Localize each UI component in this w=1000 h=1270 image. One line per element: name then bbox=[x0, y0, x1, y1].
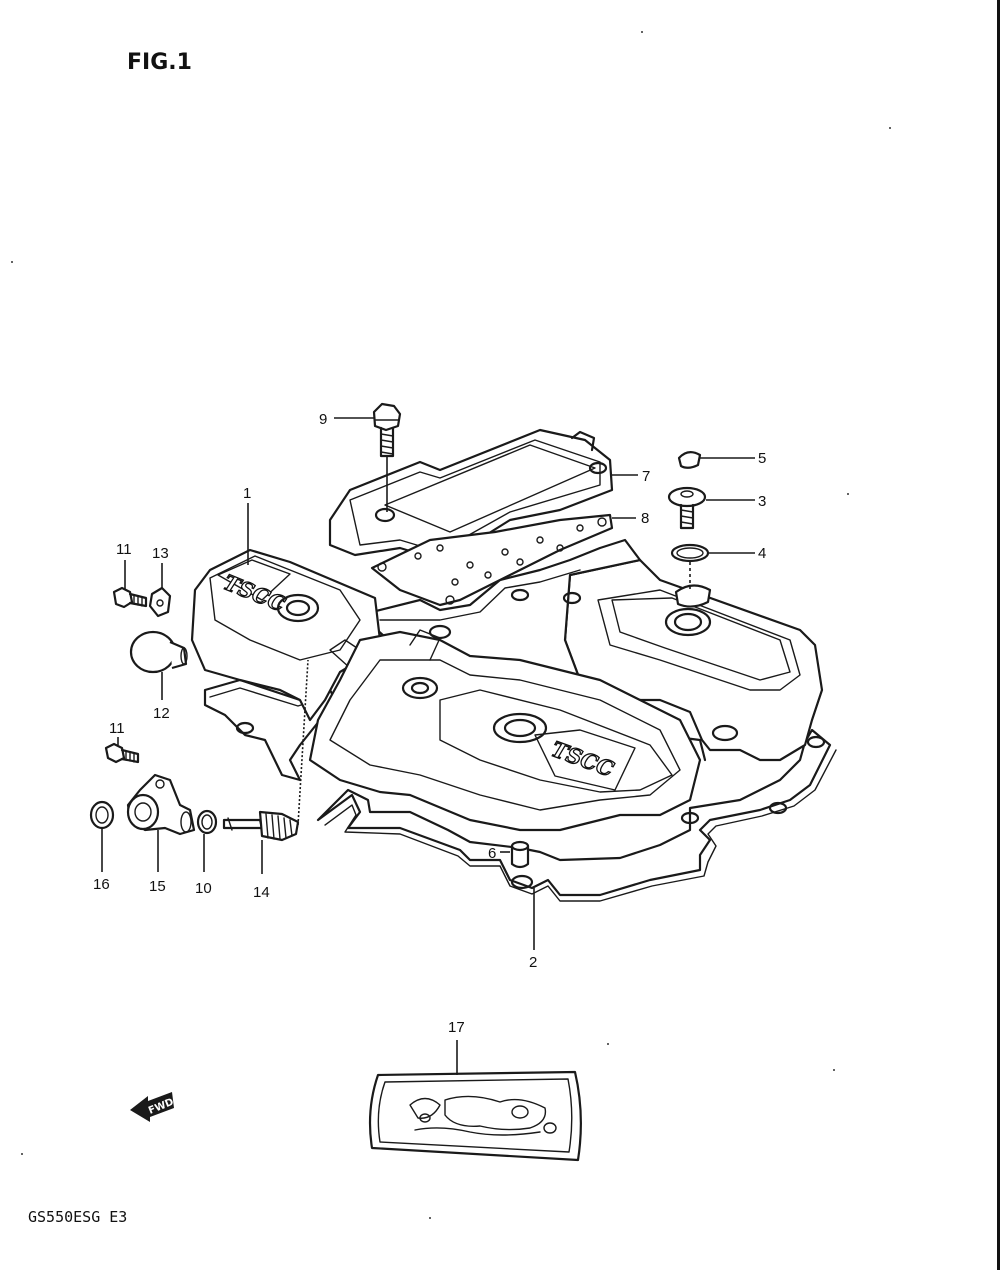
callout-8: 8 bbox=[641, 510, 649, 527]
clamp-13 bbox=[148, 586, 172, 618]
bolt-11-lower bbox=[104, 742, 140, 764]
callout-labels: 1 2 3 4 5 6 7 8 9 10 11 11 12 13 14 15 1… bbox=[93, 411, 766, 1036]
left-oil-filler bbox=[276, 593, 320, 623]
left-emboss-panel bbox=[217, 559, 291, 601]
o-ring-10 bbox=[196, 809, 218, 835]
rubber-cap bbox=[677, 451, 702, 469]
callout-leaders bbox=[101, 417, 755, 1075]
left-cover-body bbox=[190, 548, 382, 722]
callout-5: 5 bbox=[758, 450, 766, 467]
dowel-pin bbox=[510, 840, 530, 869]
callout-12: 12 bbox=[153, 705, 170, 722]
right-oil-filler bbox=[664, 607, 712, 637]
callout-1: 1 bbox=[243, 485, 251, 502]
gear-housing-15 bbox=[126, 773, 196, 836]
callout-15: 15 bbox=[149, 878, 166, 895]
callout-4: 4 bbox=[758, 545, 766, 562]
scan-specks bbox=[11, 31, 891, 1219]
right-emboss-panel bbox=[534, 729, 636, 791]
callout-11-lower: 11 bbox=[109, 720, 125, 737]
oil-seal-16 bbox=[89, 800, 115, 830]
breather-gasket bbox=[370, 513, 614, 607]
callout-6: 6 bbox=[488, 845, 496, 862]
front-oil-filler bbox=[492, 712, 548, 744]
forward-arrow-icon: FWD bbox=[130, 1092, 175, 1122]
plug-screw bbox=[667, 486, 707, 530]
drive-gear-14 bbox=[222, 810, 300, 842]
callout-13: 13 bbox=[152, 545, 169, 562]
callout-7: 7 bbox=[642, 468, 650, 485]
callout-2: 2 bbox=[529, 954, 537, 971]
gasket-eye bbox=[510, 874, 534, 890]
scan-border bbox=[997, 0, 1000, 1270]
figure-title: FIG.1 bbox=[127, 50, 192, 75]
callout-10: 10 bbox=[195, 880, 212, 897]
plug-12 bbox=[129, 630, 188, 674]
breather-bolt bbox=[372, 402, 402, 512]
callout-11-upper: 11 bbox=[116, 541, 132, 558]
model-code: GS550ESG E3 bbox=[28, 1208, 127, 1226]
callout-16: 16 bbox=[93, 876, 110, 893]
gasket-holes bbox=[377, 517, 607, 605]
bolt-11-upper bbox=[112, 586, 148, 609]
breather-cover bbox=[328, 428, 614, 562]
callout-3: 3 bbox=[758, 493, 766, 510]
callout-17: 17 bbox=[448, 1019, 465, 1036]
callout-9: 9 bbox=[319, 411, 327, 428]
gasket-set-bag bbox=[368, 1070, 582, 1162]
callout-14: 14 bbox=[253, 884, 270, 901]
